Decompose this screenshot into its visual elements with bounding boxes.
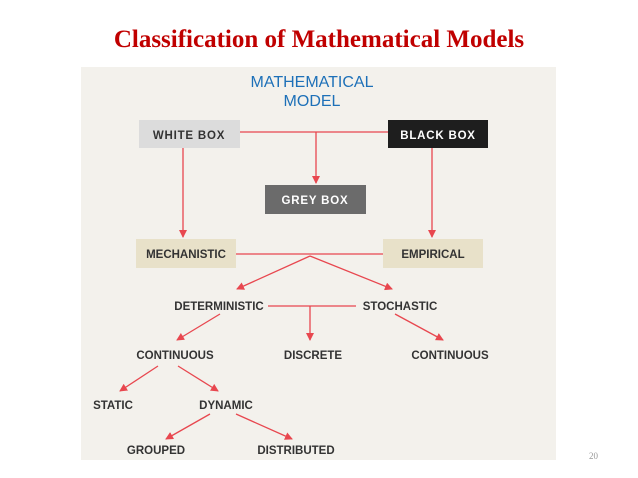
arrow-to-distributed [235, 413, 293, 440]
black-box-label: BLACK BOX [400, 130, 476, 142]
empirical-label: EMPIRICAL [401, 249, 464, 261]
empirical-node [383, 239, 483, 268]
grey-box-label: GREY BOX [282, 195, 349, 207]
continuous-left-label: CONTINUOUS [136, 350, 214, 362]
white-box-label: WHITE BOX [153, 130, 225, 142]
continuous-right-label: CONTINUOUS [411, 350, 489, 362]
mechanistic-node [136, 239, 236, 268]
grouped-label: GROUPED [127, 445, 185, 457]
static-label: STATIC [93, 400, 133, 412]
distributed-label: DISTRIBUTED [257, 445, 334, 457]
arrow-to-deterministic [236, 255, 311, 290]
discrete-label: DISCRETE [284, 350, 342, 362]
arrow-to-stochastic [309, 255, 393, 291]
black-box-node [388, 120, 488, 148]
grey-box-node [265, 185, 366, 214]
page-number: 20 [589, 451, 598, 461]
deterministic-label: DETERMINISTIC [174, 301, 263, 313]
arrow-to-grouped [165, 413, 211, 440]
arrow-to-static [119, 365, 159, 392]
arrow-to-continuous-left [176, 313, 221, 341]
stochastic-label: STOCHASTIC [363, 301, 438, 313]
dynamic-label: DYNAMIC [199, 400, 253, 412]
white-box-node [139, 120, 240, 148]
arrow-to-continuous-right [394, 313, 444, 341]
arrow-to-dynamic [177, 365, 219, 392]
root-label-line1: MATHEMATICAL [251, 74, 374, 91]
root-label-line2: MODEL [284, 93, 341, 110]
slide-title: Classification of Mathematical Models [113, 26, 525, 53]
mechanistic-label: MECHANISTIC [146, 249, 226, 261]
